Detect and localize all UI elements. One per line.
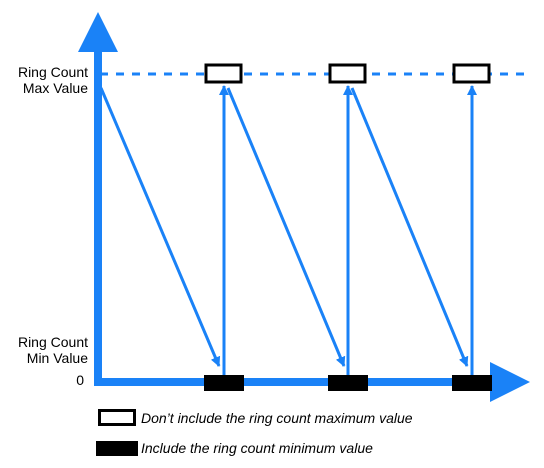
filled-rectangle-icon [96, 441, 138, 456]
max-value-label: Ring Count Max Value [18, 64, 88, 96]
hollow-rectangle-icon [98, 409, 136, 426]
min-value-box-1 [204, 375, 244, 391]
y-axis-arrowhead [78, 12, 118, 52]
min-value-box-3 [452, 375, 492, 391]
max-value-box-3 [452, 63, 491, 84]
descending-arrow-2 [226, 87, 346, 367]
max-value-label-line1: Ring Count [17, 64, 88, 80]
max-value-box-1 [204, 63, 243, 84]
descending-arrow-1 [99, 87, 221, 367]
legend-open-box-label: Don’t include the ring count maximum val… [141, 410, 413, 426]
legend-filled-box-label: Include the ring count minimum value [141, 440, 373, 456]
min-value-label-line1: Ring Count [17, 334, 88, 350]
min-value-label: Ring Count Min Value [18, 334, 88, 366]
x-axis-arrowhead [490, 362, 530, 402]
max-value-box-2 [328, 63, 367, 84]
min-value-box-2 [328, 375, 368, 391]
min-value-label-line2: Min Value [26, 350, 88, 366]
max-value-label-line2: Max Value [22, 80, 88, 96]
descending-arrow-3 [350, 87, 469, 367]
zero-label: 0 [76, 372, 84, 388]
